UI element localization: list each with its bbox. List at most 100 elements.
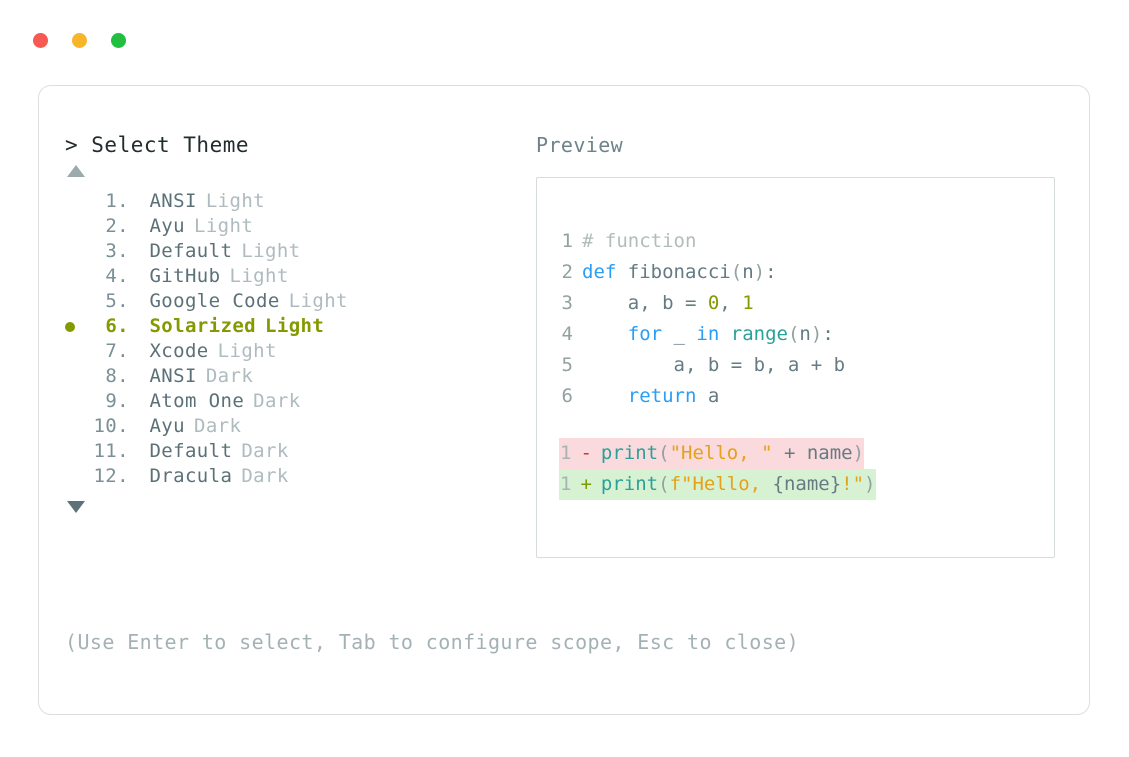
diff-minus-icon: - [580,442,592,464]
triangle-down-icon[interactable] [67,501,85,513]
theme-item-variant: Light [241,240,301,262]
code-token: f"Hello, [669,473,773,495]
theme-item-name: Default [149,440,233,462]
close-dot[interactable] [33,33,48,48]
theme-item-spacer [129,239,149,264]
theme-item-number: 10. [93,415,129,437]
code-token: def [582,261,617,283]
code-line-text: def fibonacci(n): [582,257,777,288]
code-line: 3 a, b = 0, 1 [559,288,1048,319]
code-token: + [772,442,807,464]
theme-item-spacer [129,389,149,414]
code-token: : [765,261,777,283]
window-controls [33,33,126,48]
minimize-dot[interactable] [72,33,87,48]
code-token [582,323,628,345]
theme-item-spacer [129,314,149,339]
theme-list-item[interactable]: 11. Default Dark [65,439,535,464]
code-token: _ [662,323,697,345]
theme-item-number: 9. [105,390,129,412]
theme-item-variant: Light [217,340,277,362]
code-line: 5 a, b = b, a + b [559,350,1048,381]
code-block: 1# function 2 def fibonacci(n):3 a, b = 0,… [559,226,1048,412]
code-token: name [806,442,853,464]
code-line-text: a, b = 0, 1 [582,288,754,319]
code-token: range [730,323,788,345]
theme-item-variant: Light [229,265,289,287]
theme-item-number: 12. [93,465,129,487]
code-token: a, b = [582,292,708,314]
code-token: 0 [707,292,720,314]
code-line: 6 return a [559,381,1048,412]
theme-item-name: ANSI [149,190,197,212]
code-token: , [719,292,743,314]
theme-item-spacer [129,414,149,439]
theme-item-number: 8. [105,365,129,387]
theme-item-number: 11. [93,440,129,462]
theme-item-name: ANSI [149,365,197,387]
theme-item-name: Xcode [149,340,209,362]
theme-item-spacer [129,464,149,489]
code-token: ( [658,473,670,495]
code-line-text: for _ in range(n): [582,319,834,350]
theme-item-spacer [129,339,149,364]
theme-item-variant: Dark [193,415,242,437]
theme-item-variant: Dark [241,440,289,462]
code-token: !" [841,473,865,495]
theme-item-spacer [129,214,149,239]
code-token [616,261,627,283]
code-token: print [600,442,659,464]
code-token: # function [582,230,697,252]
diff-line-wrapper: 1-print("Hello, " + name) [559,438,1048,469]
theme-item-number: 2. [105,215,129,237]
maximize-dot[interactable] [111,33,126,48]
diff-line-number: 1 [560,442,572,464]
theme-item-variant: Light [205,190,266,212]
theme-item-name: GitHub [149,265,221,287]
theme-list-item[interactable]: 8. ANSI Dark [65,364,535,389]
code-token: ) [852,442,865,464]
diff-line-text: print(f"Hello, {name}!") [601,469,876,500]
code-token: for [627,323,663,345]
code-token: : [822,323,834,345]
code-line-text: # function [582,226,696,257]
code-line-number: 6 [561,385,573,407]
theme-item-variant: Dark [205,365,254,387]
code-line-number: 5 [561,354,573,376]
code-token [582,385,628,407]
diff-line-wrapper: 1+print(f"Hello, {name}!") [559,469,1048,500]
theme-item-number: 5. [105,290,129,312]
code-line: 2 def fibonacci(n): [559,257,1048,288]
code-token: n [742,261,754,283]
code-token: a, b = b, a + b [582,354,846,376]
diff-removed-line: 1-print("Hello, " + name) [559,438,865,469]
code-token: ( [730,261,743,283]
code-token: in [696,323,720,345]
code-line-number: 2 [561,261,573,283]
triangle-up-icon[interactable] [67,165,85,177]
code-line-text: a, b = b, a + b [582,350,846,381]
theme-item-spacer [129,264,149,289]
code-token: {name} [772,473,842,495]
code-line-text: return a [582,381,720,412]
code-line: 4 for _ in range(n): [559,319,1048,350]
diff-line-text: print("Hello, " + name) [601,438,864,469]
code-token: ) [810,323,823,345]
theme-item-number: 3. [105,240,129,262]
theme-item-name: Ayu [149,215,185,237]
code-line: 1# function [559,226,1048,257]
code-token: a [696,385,720,407]
